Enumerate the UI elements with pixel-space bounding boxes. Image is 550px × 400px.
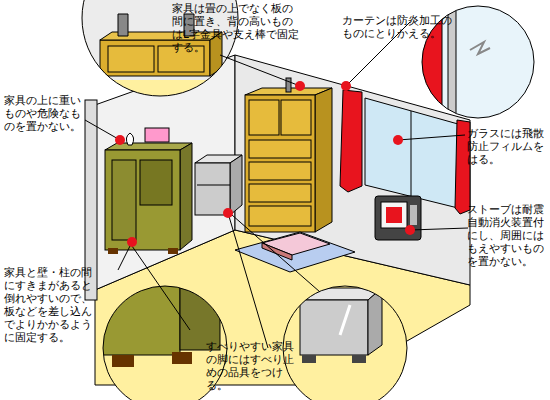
gray-box-part — [195, 163, 230, 215]
gray-box-part — [197, 185, 230, 186]
tall-chest-part — [249, 184, 311, 202]
callout-dots-part — [393, 135, 403, 145]
magnifier-box-part — [300, 288, 382, 363]
table — [235, 232, 355, 272]
magnifier-box-part — [283, 286, 407, 400]
tall-chest-part — [281, 100, 311, 135]
callout-dots-part — [223, 208, 233, 218]
stove-part — [386, 207, 402, 223]
callout-text: ガラスには飛散防止フィルムをはる。 — [467, 127, 547, 166]
tall-chest-part — [249, 162, 311, 180]
magnifier-foot-part-part — [172, 352, 192, 364]
gray-box — [195, 155, 242, 215]
callout-text: 家具の上に重いものや危険なものを置かない。 — [4, 94, 82, 133]
magnifier-box-part-part — [340, 305, 350, 335]
leader-lines-part — [228, 213, 268, 348]
magnifier-top-part — [82, 0, 238, 96]
cabinet — [105, 128, 192, 254]
leader-lines-part — [220, 55, 300, 86]
room — [85, 55, 470, 385]
magnifier-box-part-part — [352, 355, 366, 363]
magnifier-box-part-part — [300, 300, 368, 355]
stove — [375, 196, 421, 240]
stove-part — [375, 196, 421, 240]
magnifier-top — [80, 0, 240, 96]
magnifier-box-part-part — [302, 355, 316, 363]
cabinet-part — [180, 143, 192, 250]
callout-dots — [115, 81, 415, 247]
tall-chest-part — [315, 88, 332, 232]
callout-dots-part — [127, 237, 137, 247]
tall-chest — [245, 78, 332, 232]
window-part — [365, 98, 458, 208]
leader-lines-part — [410, 228, 468, 230]
tall-chest-part — [249, 100, 279, 135]
tall-chest-part — [286, 78, 291, 92]
magnifier-foot-part — [100, 280, 220, 367]
leader-lines-part — [132, 246, 190, 330]
tall-chest-part — [249, 140, 311, 158]
window-part — [340, 90, 362, 192]
magnifier-top-part-part — [118, 14, 128, 36]
magnifier-top-part-part — [108, 46, 154, 72]
callout-text: すべりやすい家具の脚にはすべり止めの品具をつける。 — [206, 340, 296, 392]
callout-dots-part — [295, 81, 305, 91]
callout-dots-part — [115, 135, 125, 145]
magnifier-foot-part-part — [180, 280, 220, 350]
table-part — [235, 232, 355, 272]
magnifier-box — [283, 286, 407, 400]
leader-lines-part — [232, 215, 320, 292]
magnifier-box-part-part — [368, 288, 382, 355]
tall-chest-part — [245, 95, 315, 232]
magnifier-glass-part-part — [470, 42, 490, 54]
stove-part — [381, 202, 407, 228]
leader-lines — [85, 22, 468, 348]
cabinet-part — [140, 160, 172, 205]
leader-lines-part — [398, 135, 465, 140]
stove-part — [410, 205, 417, 225]
magnifier-box-part — [283, 286, 407, 400]
callout-text: カーテンは防炎加工のものにとりかえる。 — [342, 14, 460, 40]
cabinet-part — [168, 248, 178, 254]
callout-text: 家具と壁・柱の間にすきまがあると倒れやすいので、板などを差し込んでよりかかるよう… — [4, 266, 96, 344]
callout-text: ストーブは耐震自動消火装置付にし、周囲にはもえやすいものを置かない。 — [467, 203, 547, 268]
cabinet-part — [105, 150, 180, 250]
callout-text: 家具は畳の上でなく板の間に置き、背の高いものはL字金具や支え棒で固定する。 — [172, 2, 302, 54]
cabinet-part — [112, 160, 136, 240]
magnifier-foot-part-part — [112, 355, 134, 367]
cabinet-part — [145, 128, 169, 142]
gray-box-part — [230, 155, 242, 215]
cabinet-part — [126, 133, 133, 145]
leader-lines-part — [85, 120, 120, 140]
callout-dots-part — [405, 225, 415, 235]
window-part — [411, 111, 412, 196]
callout-dots-part — [341, 81, 351, 91]
tall-chest-part — [249, 206, 311, 226]
cabinet-part — [108, 248, 118, 254]
